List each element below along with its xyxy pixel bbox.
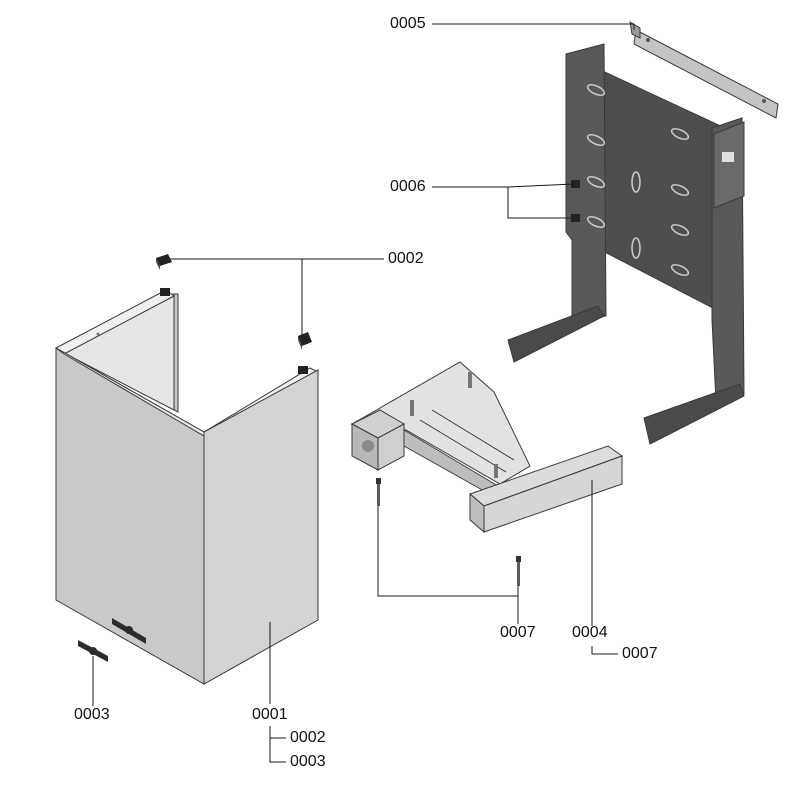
casing-inner-right xyxy=(173,293,179,413)
base-post xyxy=(494,464,498,478)
leader-0006b xyxy=(507,187,574,219)
logo-emblem xyxy=(112,618,146,644)
callout-0001-sub-0002: 0002 xyxy=(290,729,326,746)
bracket-slots xyxy=(586,83,690,277)
strip-body xyxy=(633,29,779,119)
base-frame-top xyxy=(350,361,531,485)
wall-bracket xyxy=(507,43,745,445)
bracket-lower-left-arm xyxy=(507,305,605,363)
base-post xyxy=(468,372,472,388)
callout-0004-sub-0007: 0007 xyxy=(622,645,658,662)
casing-side-face xyxy=(203,369,319,685)
clip-0002-top xyxy=(156,254,172,270)
bracket-cutout xyxy=(722,152,734,162)
strip-hole xyxy=(762,99,766,103)
base-left-box-side xyxy=(377,423,405,471)
strip-hole xyxy=(646,38,650,42)
bolt-0007-left xyxy=(376,478,381,506)
callout-0003: 0003 xyxy=(74,706,110,723)
bolt-0007-right xyxy=(516,556,521,586)
base-post xyxy=(410,400,414,416)
casing-top-edge xyxy=(55,347,205,437)
strip-lip xyxy=(629,21,641,39)
base-frame xyxy=(350,361,624,534)
base-frame-rung xyxy=(431,409,515,461)
callout-0001: 0001 xyxy=(252,706,288,723)
base-left-box-hole xyxy=(362,440,374,452)
bracket-flange xyxy=(713,121,745,209)
clip-0002-bottom xyxy=(298,332,312,350)
casing-clip xyxy=(160,288,170,296)
bracket-pin xyxy=(571,214,580,222)
leader-0007 xyxy=(377,506,518,597)
leader-0004-sub1 xyxy=(591,646,618,655)
logo-badge-0003 xyxy=(78,640,108,662)
mounting-strip-0005 xyxy=(629,21,779,119)
leader-0001-sub2 xyxy=(269,738,286,763)
callout-0007: 0007 xyxy=(500,624,536,641)
bracket-pin xyxy=(571,180,580,188)
callout-0002: 0002 xyxy=(388,250,424,267)
casing-clip xyxy=(298,366,308,374)
callout-0004: 0004 xyxy=(572,624,608,641)
front-casing xyxy=(55,288,320,685)
casing-hole xyxy=(96,332,100,336)
callout-0005: 0005 xyxy=(390,15,426,32)
base-frame-rung xyxy=(419,419,507,473)
callout-0006: 0006 xyxy=(390,178,426,195)
casing-hole xyxy=(234,412,238,416)
callout-0001-sub-0003: 0003 xyxy=(290,753,326,770)
leader-0001-sub1 xyxy=(269,726,286,739)
leader-0005 xyxy=(432,23,635,30)
leader-0006 xyxy=(432,183,575,188)
bracket-lower-right-arm xyxy=(643,383,745,445)
base-front-bar-side xyxy=(483,455,623,533)
leader-lines xyxy=(92,23,635,763)
